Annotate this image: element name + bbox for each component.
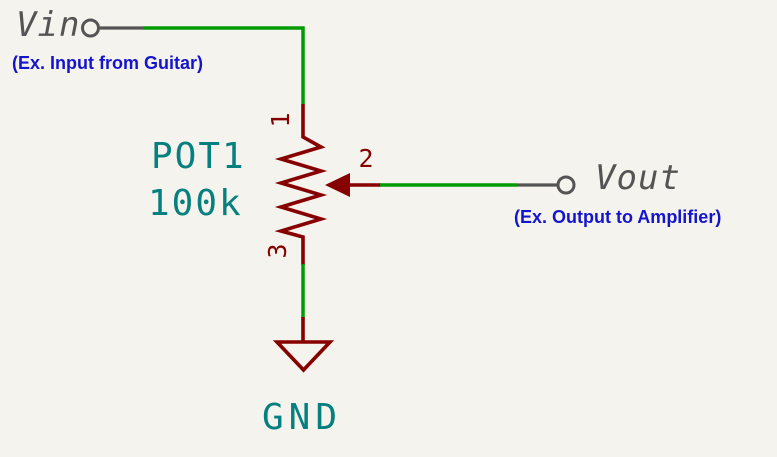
pin-number-2: 2 — [358, 144, 374, 173]
output-annotation: (Ex. Output to Amplifier) — [514, 207, 722, 227]
gnd-triangle-icon — [272, 340, 335, 373]
pin-number-1: 1 — [266, 112, 295, 128]
vin-terminal-circle-icon — [81, 18, 100, 38]
potentiometer-resistor-symbol — [274, 104, 328, 265]
input-annotation: (Ex. Input from Guitar) — [12, 53, 203, 73]
wiper-arrow-icon — [325, 173, 350, 197]
wire-vin-to-pin1 — [143, 26, 305, 104]
vin-net-label: Vin — [16, 5, 81, 45]
potentiometer-value: 100k — [148, 183, 243, 224]
vout-net-label: Vout — [595, 158, 681, 198]
vout-terminal-circle-icon — [556, 175, 576, 195]
pin-number-3: 3 — [263, 243, 292, 259]
gnd-net-label: GND — [262, 397, 343, 438]
potentiometer-reference: POT1 — [151, 136, 246, 177]
